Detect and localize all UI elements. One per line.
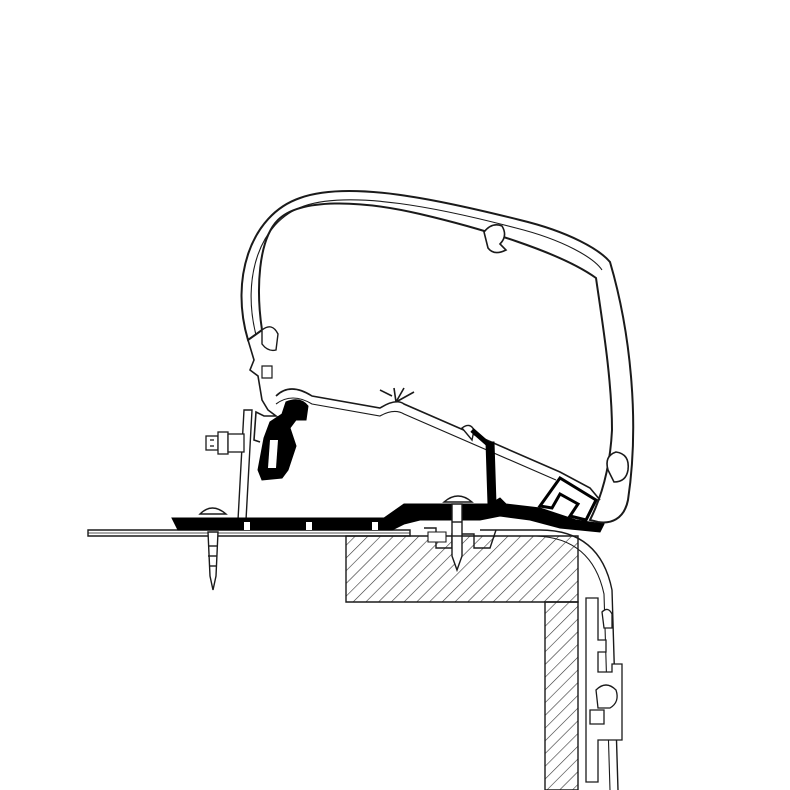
adapter-upright-post	[485, 441, 497, 505]
cassette-right-hook	[606, 451, 630, 483]
screw-fastener-left	[198, 507, 228, 591]
corner-trim-profile	[585, 597, 623, 783]
bracket-bolt	[205, 431, 245, 455]
bracket-hook-body	[257, 399, 309, 481]
adapter-clip	[537, 475, 598, 522]
adapter-rail-body	[171, 497, 605, 533]
screw-fastener-right	[442, 495, 474, 573]
wall-hatched	[544, 601, 579, 790]
cassette-left-wall	[247, 339, 279, 443]
cassette-top-hook	[483, 224, 508, 254]
vehicle-roof-wall-section	[87, 529, 619, 790]
mounting-bracket	[205, 399, 309, 521]
cassette-y-rib	[379, 387, 415, 403]
cassette-bottom-rib	[275, 388, 601, 501]
bracket-plate	[237, 409, 253, 521]
awning-cassette-profile	[240, 190, 635, 524]
roof-adapter-rail	[171, 428, 605, 549]
cassette-outer-shell	[240, 190, 635, 524]
corner-skin	[480, 529, 619, 790]
